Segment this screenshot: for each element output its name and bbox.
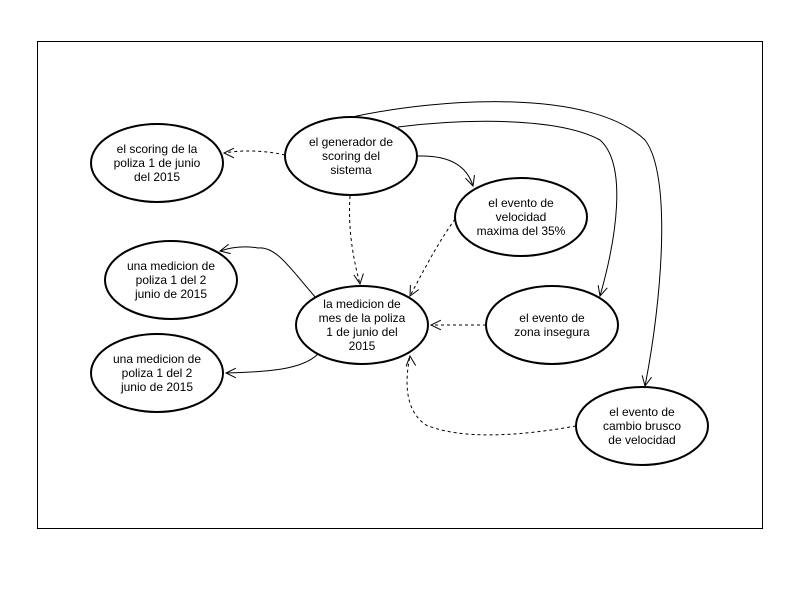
node-label-line: cambio brusco [603,419,681,433]
node-ellipse [90,123,224,203]
edge-evento-velocidad-to-medicion-mes [409,218,456,298]
edge-line [417,155,474,187]
edge-generador-scoring-to-evento-cambio [351,101,663,388]
edge-evento-zona-to-medicion-mes [429,319,486,331]
arrowhead [405,354,417,367]
node-label-line: maxima del 35% [477,224,566,238]
node-ellipse [575,386,709,466]
node-label-line: una medicion de [127,259,215,273]
edges-layer [218,101,663,436]
node-label-line: mes de la poliza [319,311,406,325]
edge-line [219,246,317,299]
arrowhead [429,319,442,331]
arrowhead [353,273,364,286]
arrowhead [465,175,475,188]
edge-line [397,120,618,297]
node-label-line: sistema [330,163,372,177]
node-label-line: scoring del [322,149,380,163]
edge-line [409,218,456,297]
node-label-line: poliza 1 del 2 [122,366,193,380]
diagram-frame [37,41,763,529]
edge-medicion-mes-to-medicion-a [218,243,317,299]
edge-evento-cambio-to-medicion-mes [405,354,577,436]
edge-line [223,150,286,156]
node-label-line: junio de 2015 [134,287,207,301]
arrowhead [224,367,237,379]
node-ellipse [104,240,238,320]
arrowhead [597,285,608,298]
node-label-line: la medicion de [323,297,401,311]
node-label-line: 1 de junio del [326,325,397,339]
node-label-line: junio de 2015 [120,380,193,394]
node-label-line: el evento de [519,311,585,325]
node-label-line: del 2015 [134,170,180,184]
node-label-line: velocidad [496,210,547,224]
node-label-line: el generador de [309,135,393,149]
arrowhead [222,147,235,159]
node-ellipse [90,333,224,413]
node-label-line: 2015 [349,339,376,353]
edge-line [349,195,361,285]
node-label-line: el scoring de la [117,142,198,156]
node-label-line: poliza 1 del 2 [136,273,207,287]
arrowhead [218,243,231,255]
edge-line [351,101,663,387]
node-ellipse [485,285,619,365]
edge-medicion-mes-to-medicion-b [224,353,319,379]
edge-line [406,355,577,436]
node-ellipse [454,177,588,257]
edge-generador-scoring-to-evento-velocidad [417,155,475,188]
edge-generador-scoring-to-evento-zona [397,120,618,298]
node-label-line: zona insegura [514,325,590,339]
node-label-line: el evento de [609,405,675,419]
node-label-line: el evento de [488,196,554,210]
node-label-line: una medicion de [113,352,201,366]
node-ellipse [284,116,418,196]
arrowhead [641,375,652,388]
edge-generador-scoring-to-scoring-poliza [222,147,286,159]
edge-generador-scoring-to-medicion-mes [349,195,364,286]
node-label-line: de velocidad [608,433,675,447]
arrowhead [409,284,420,298]
edge-line [225,353,319,374]
node-ellipse [295,285,429,365]
node-label-line: poliza 1 de junio [114,156,201,170]
